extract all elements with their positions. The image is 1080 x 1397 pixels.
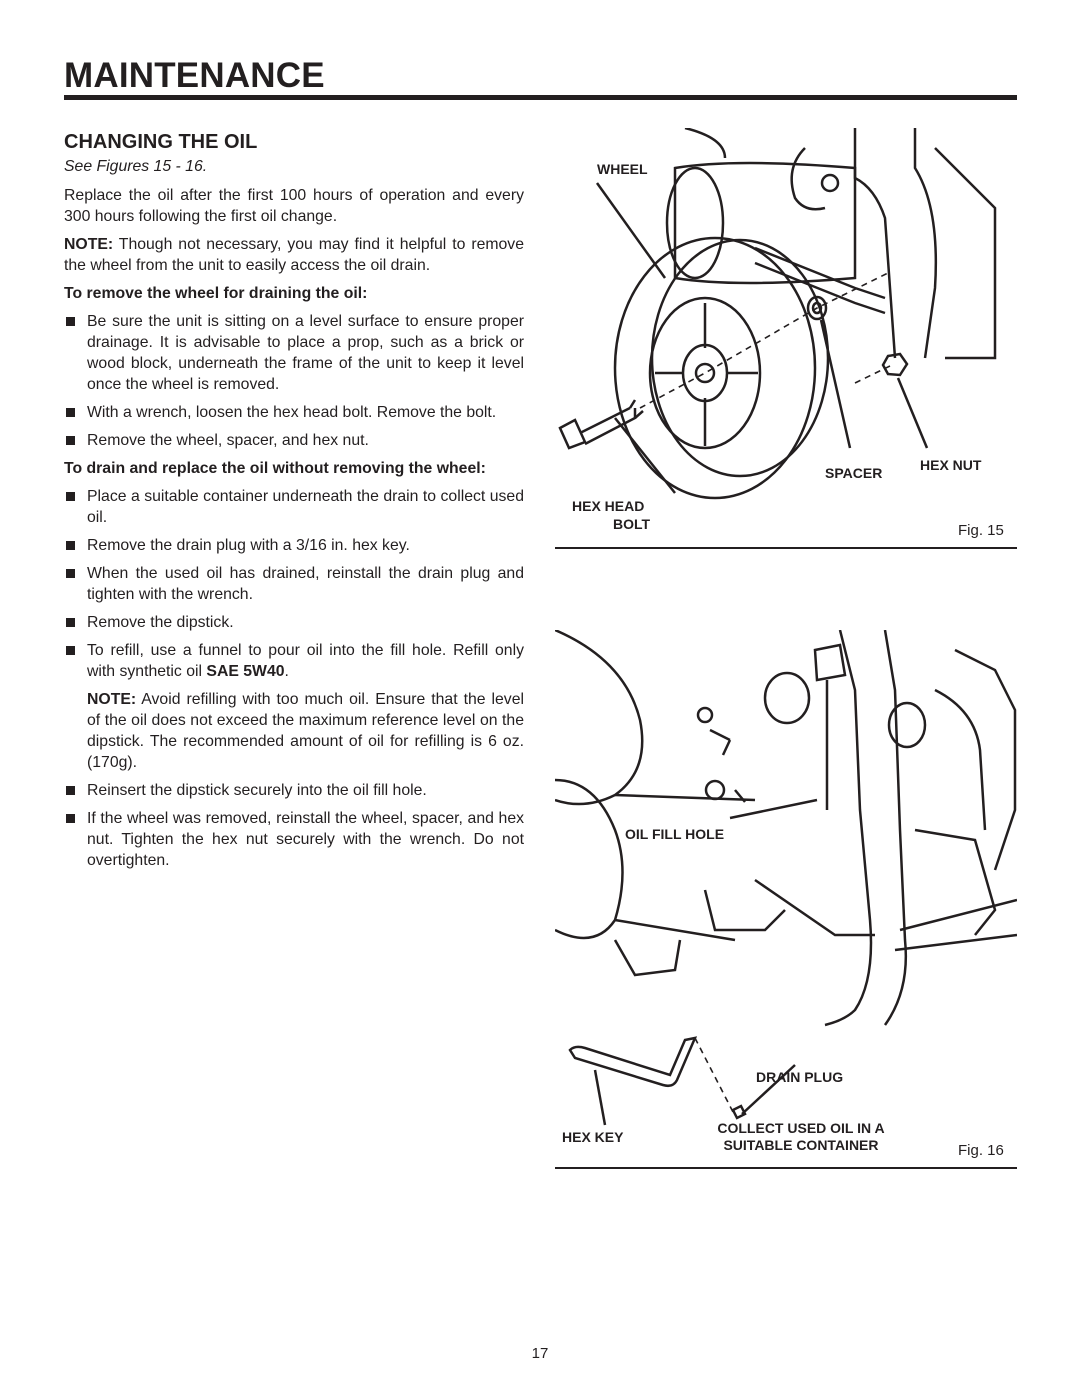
list-item: Remove the wheel, spacer, and hex nut. <box>64 430 524 451</box>
wheel-removal-steps: Be sure the unit is sitting on a level s… <box>64 311 524 451</box>
figure-15-rule <box>555 547 1017 549</box>
note-wheel-removal: NOTE: Though not necessary, you may find… <box>64 234 524 276</box>
final-steps: Reinsert the dipstick securely into the … <box>64 780 524 871</box>
figure-15-illustration: WHEEL SPACER HEX NUT HEX HEAD BOLT Fig. … <box>558 128 1004 539</box>
figure-16-rule <box>555 1167 1017 1169</box>
figure-15-caption: Fig. 15 <box>958 522 1004 539</box>
figure-16-illustration: OIL FILL HOLE DRAIN PLUG HEX KEY COLLECT… <box>555 630 1017 1159</box>
drain-steps: Place a suitable container underneath th… <box>64 486 524 682</box>
instructions-column: CHANGING THE OIL See Figures 15 - 16. Re… <box>64 130 524 878</box>
list-item: Remove the dipstick. <box>64 612 524 633</box>
list-item: When the used oil has drained, reinstall… <box>64 563 524 605</box>
collect-oil-label-2: SUITABLE CONTAINER <box>723 1137 878 1153</box>
oil-type: SAE 5W40 <box>206 663 285 680</box>
refill-text: To refill, use a funnel to pour oil into… <box>87 642 524 680</box>
list-item: Place a suitable container underneath th… <box>64 486 524 528</box>
list-item-refill: To refill, use a funnel to pour oil into… <box>64 640 524 682</box>
bolt-label: BOLT <box>613 516 651 532</box>
collect-oil-label-1: COLLECT USED OIL IN A <box>717 1120 884 1136</box>
hex-head-label: HEX HEAD <box>572 498 644 514</box>
refill-suffix: . <box>284 663 289 680</box>
note-text: Avoid refilling with too much oil. Ensur… <box>87 691 524 771</box>
list-item: Reinsert the dipstick securely into the … <box>64 780 524 801</box>
wheel-removal-heading: To remove the wheel for draining the oil… <box>64 285 368 302</box>
list-item: Remove the drain plug with a 3/16 in. he… <box>64 535 524 556</box>
figure-16: OIL FILL HOLE DRAIN PLUG HEX KEY COLLECT… <box>555 630 1017 1165</box>
drain-plug-label: DRAIN PLUG <box>756 1069 843 1085</box>
note-overfill: NOTE: Avoid refilling with too much oil.… <box>64 689 524 773</box>
note-label: NOTE: <box>64 236 114 253</box>
wheel-label: WHEEL <box>597 161 648 177</box>
hex-key-label: HEX KEY <box>562 1129 624 1145</box>
drain-heading: To drain and replace the oil without rem… <box>64 460 486 477</box>
note-text: Though not necessary, you may find it he… <box>64 236 524 274</box>
oil-fill-hole-label: OIL FILL HOLE <box>625 826 724 842</box>
list-item: Be sure the unit is sitting on a level s… <box>64 311 524 395</box>
hex-nut-label: HEX NUT <box>920 457 982 473</box>
list-item: If the wheel was removed, reinstall the … <box>64 808 524 871</box>
see-figures-ref: See Figures 15 - 16. <box>64 158 208 175</box>
page-title: MAINTENANCE <box>64 56 325 95</box>
figure-15: WHEEL SPACER HEX NUT HEX HEAD BOLT Fig. … <box>555 128 1017 543</box>
section-title: CHANGING THE OIL <box>64 131 258 153</box>
figure-16-caption: Fig. 16 <box>958 1142 1004 1159</box>
list-item: With a wrench, loosen the hex head bolt.… <box>64 402 524 423</box>
note-label: NOTE: <box>87 691 137 708</box>
intro-paragraph: Replace the oil after the first 100 hour… <box>64 187 524 225</box>
page-number: 17 <box>531 1345 549 1362</box>
title-rule <box>64 95 1017 100</box>
spacer-label: SPACER <box>825 465 882 481</box>
